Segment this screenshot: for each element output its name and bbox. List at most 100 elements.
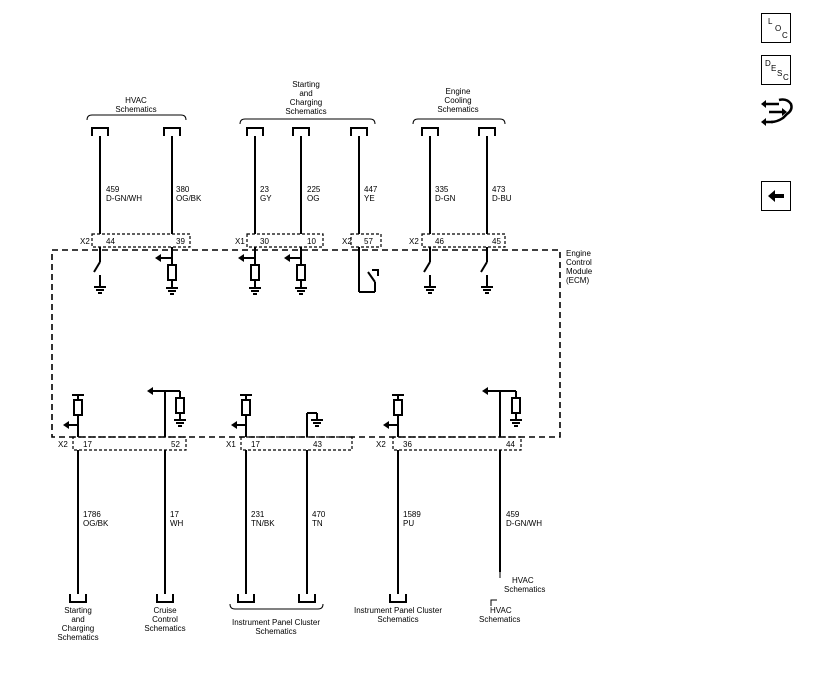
description-button[interactable]: D E S C xyxy=(761,55,791,85)
svg-text:46: 46 xyxy=(435,237,444,246)
svg-text:473: 473 xyxy=(492,185,506,194)
svg-text:Cruise: Cruise xyxy=(153,606,177,615)
svg-text:(ECM): (ECM) xyxy=(566,276,589,285)
bottom-connector-brackets xyxy=(69,572,501,603)
svg-text:30: 30 xyxy=(260,237,269,246)
bottom-connectors: X2 17 52 X1 17 43 X2 36 44 xyxy=(58,436,522,451)
svg-text:380: 380 xyxy=(176,185,190,194)
svg-text:447: 447 xyxy=(364,185,378,194)
svg-text:YE: YE xyxy=(364,194,375,203)
bottom-wire-labels: 1786 OG/BK 17 WH 231 TN/BK 470 TN 1589 P… xyxy=(83,510,542,528)
desc-letter-d: D xyxy=(765,59,771,68)
svg-text:52: 52 xyxy=(171,440,180,449)
svg-text:Cooling: Cooling xyxy=(444,96,471,105)
svg-text:D-GN: D-GN xyxy=(435,194,456,203)
svg-text:Starting: Starting xyxy=(292,80,320,89)
ecm-label: Engine Control Module (ECM) xyxy=(566,249,593,285)
desc-letter-c: C xyxy=(783,73,789,82)
svg-text:Schematics: Schematics xyxy=(57,633,98,642)
left-arrow-icon xyxy=(768,190,784,202)
svg-text:Instrument Panel Cluster: Instrument Panel Cluster xyxy=(354,606,442,615)
loc-letter-l: L xyxy=(768,17,773,26)
svg-text:GY: GY xyxy=(260,194,272,203)
svg-text:Schematics: Schematics xyxy=(504,585,545,594)
svg-text:Schematics: Schematics xyxy=(255,627,296,636)
svg-text:45: 45 xyxy=(492,237,501,246)
svg-text:X2: X2 xyxy=(80,237,90,246)
svg-text:Engine: Engine xyxy=(446,87,471,96)
back-button[interactable] xyxy=(761,181,791,211)
svg-text:Control: Control xyxy=(566,258,592,267)
svg-text:335: 335 xyxy=(435,185,449,194)
location-button[interactable]: L O C xyxy=(761,13,791,43)
svg-text:X1: X1 xyxy=(226,440,236,449)
top-group-hvac: HVAC Schematics xyxy=(86,96,187,121)
svg-text:HVAC: HVAC xyxy=(512,576,534,585)
svg-text:39: 39 xyxy=(176,237,185,246)
svg-text:Schematics: Schematics xyxy=(437,105,478,114)
svg-text:Schematics: Schematics xyxy=(115,105,156,114)
svg-text:OG/BK: OG/BK xyxy=(176,194,202,203)
top-connector-brackets xyxy=(91,127,496,136)
svg-text:36: 36 xyxy=(403,440,412,449)
svg-text:459: 459 xyxy=(106,185,120,194)
svg-text:44: 44 xyxy=(506,440,515,449)
svg-text:Control: Control xyxy=(152,615,178,624)
loc-letter-o: O xyxy=(775,24,782,33)
svg-text:Schematics: Schematics xyxy=(377,615,418,624)
svg-text:and: and xyxy=(71,615,84,624)
svg-text:and: and xyxy=(299,89,312,98)
bottom-internal-circuits xyxy=(63,387,522,437)
bottom-group-ipc-2: Instrument Panel Cluster Schematics xyxy=(354,606,442,624)
svg-text:470: 470 xyxy=(312,510,326,519)
svg-text:Schematics: Schematics xyxy=(479,615,520,624)
svg-text:X2: X2 xyxy=(58,440,68,449)
svg-text:43: 43 xyxy=(313,440,322,449)
top-wire-labels: 459 D-GN/WH 380 OG/BK 23 GY 225 OG 447 Y… xyxy=(106,185,512,203)
ecm-boundary xyxy=(51,249,561,438)
svg-text:225: 225 xyxy=(307,185,321,194)
svg-text:HVAC: HVAC xyxy=(490,606,512,615)
svg-text:Schematics: Schematics xyxy=(285,107,326,116)
svg-text:17: 17 xyxy=(83,440,92,449)
bottom-group-hvac: HVAC Schematics xyxy=(479,599,520,624)
svg-text:X2: X2 xyxy=(409,237,419,246)
svg-text:D-BU: D-BU xyxy=(492,194,512,203)
desc-letter-s: S xyxy=(777,69,783,78)
svg-text:OG/BK: OG/BK xyxy=(83,519,109,528)
svg-text:X2: X2 xyxy=(376,440,386,449)
desc-letter-e: E xyxy=(771,64,777,73)
loc-letter-c: C xyxy=(782,31,788,40)
svg-text:Instrument Panel Cluster: Instrument Panel Cluster xyxy=(232,618,320,627)
svg-text:PU: PU xyxy=(403,519,414,528)
svg-text:44: 44 xyxy=(106,237,115,246)
top-connectors: X2 44 39 X1 30 10 X2 57 X2 46 45 xyxy=(80,233,506,248)
bottom-group-starting-charging: Starting and Charging Schematics xyxy=(57,606,98,642)
svg-text:TN/BK: TN/BK xyxy=(251,519,275,528)
bottom-group-hvac-arrow: HVAC Schematics xyxy=(504,576,545,594)
svg-text:Module: Module xyxy=(566,267,593,276)
bottom-group-ipc-1: Instrument Panel Cluster Schematics xyxy=(229,603,324,636)
top-wire-lines xyxy=(99,136,488,234)
svg-text:D-GN/WH: D-GN/WH xyxy=(106,194,142,203)
svg-text:X2: X2 xyxy=(342,237,352,246)
svg-text:WH: WH xyxy=(170,519,184,528)
svg-text:57: 57 xyxy=(364,237,373,246)
svg-text:HVAC: HVAC xyxy=(125,96,147,105)
svg-text:23: 23 xyxy=(260,185,269,194)
svg-text:17: 17 xyxy=(170,510,179,519)
svg-text:Starting: Starting xyxy=(64,606,92,615)
bottom-group-cruise-control: Cruise Control Schematics xyxy=(144,606,185,633)
wrench-icon[interactable] xyxy=(759,94,795,130)
svg-text:Charging: Charging xyxy=(290,98,322,107)
svg-text:10: 10 xyxy=(307,237,316,246)
top-group-starting-charging: Starting and Charging Schematics xyxy=(239,80,376,125)
top-group-engine-cooling: Engine Cooling Schematics xyxy=(412,87,506,125)
svg-text:1589: 1589 xyxy=(403,510,421,519)
svg-text:OG: OG xyxy=(307,194,319,203)
svg-text:Schematics: Schematics xyxy=(144,624,185,633)
wrench-arrows-glyph xyxy=(761,98,793,126)
bottom-wire-lines xyxy=(77,450,501,594)
svg-text:Engine: Engine xyxy=(566,249,591,258)
